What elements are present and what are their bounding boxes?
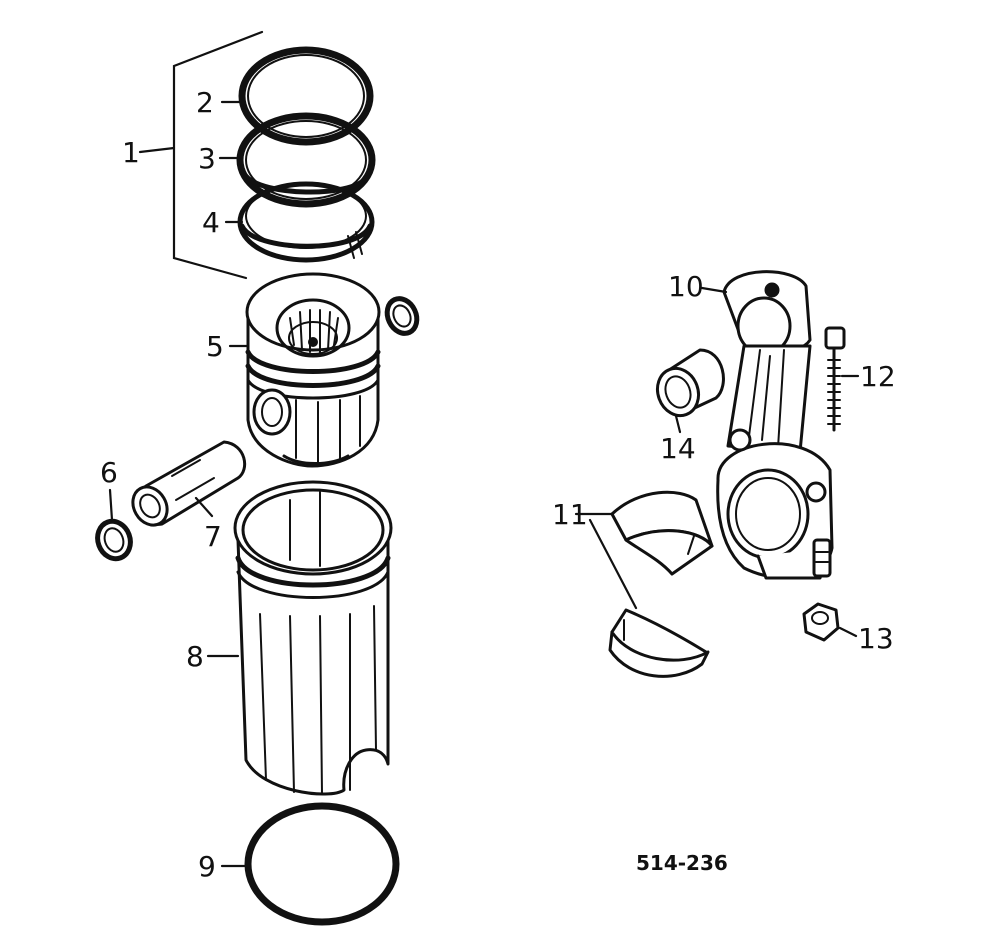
piston-ring-top [238, 46, 374, 146]
bearing-shell-lower [608, 608, 710, 678]
oil-control-ring [237, 181, 375, 263]
callout-1: 1 [122, 136, 140, 169]
ring-set-bracket [138, 30, 264, 280]
drawing-number: 514-236 [636, 851, 728, 875]
circlip-upper [384, 296, 420, 336]
small-end-bushing [655, 348, 725, 418]
circlip-lower [95, 518, 133, 562]
rod-nut [802, 602, 840, 642]
callout-4: 4 [202, 206, 220, 239]
callout-10: 10 [668, 270, 704, 303]
callout-6: 6 [100, 456, 118, 489]
callout-5: 5 [206, 330, 224, 363]
callout-labels: 1 2 3 4 5 6 7 8 9 10 11 12 13 14 [100, 86, 896, 883]
callout-12: 12 [860, 360, 896, 393]
liner-seal-ring [244, 802, 400, 926]
callout-8: 8 [186, 640, 204, 673]
connecting-rod [716, 270, 834, 580]
callout-3: 3 [198, 142, 216, 175]
bearing-shell-upper [610, 490, 714, 576]
callout-14: 14 [660, 432, 696, 465]
leader-lines [108, 100, 860, 868]
piston-ring-second [236, 112, 376, 208]
callout-2: 2 [196, 86, 214, 119]
piston [245, 272, 381, 468]
callout-7: 7 [204, 520, 222, 553]
cylinder-liner [233, 480, 393, 796]
rod-bolt [824, 326, 846, 432]
callout-11: 11 [552, 498, 588, 531]
callout-9: 9 [198, 850, 216, 883]
callout-13: 13 [858, 622, 894, 655]
piston-pin [131, 440, 247, 527]
